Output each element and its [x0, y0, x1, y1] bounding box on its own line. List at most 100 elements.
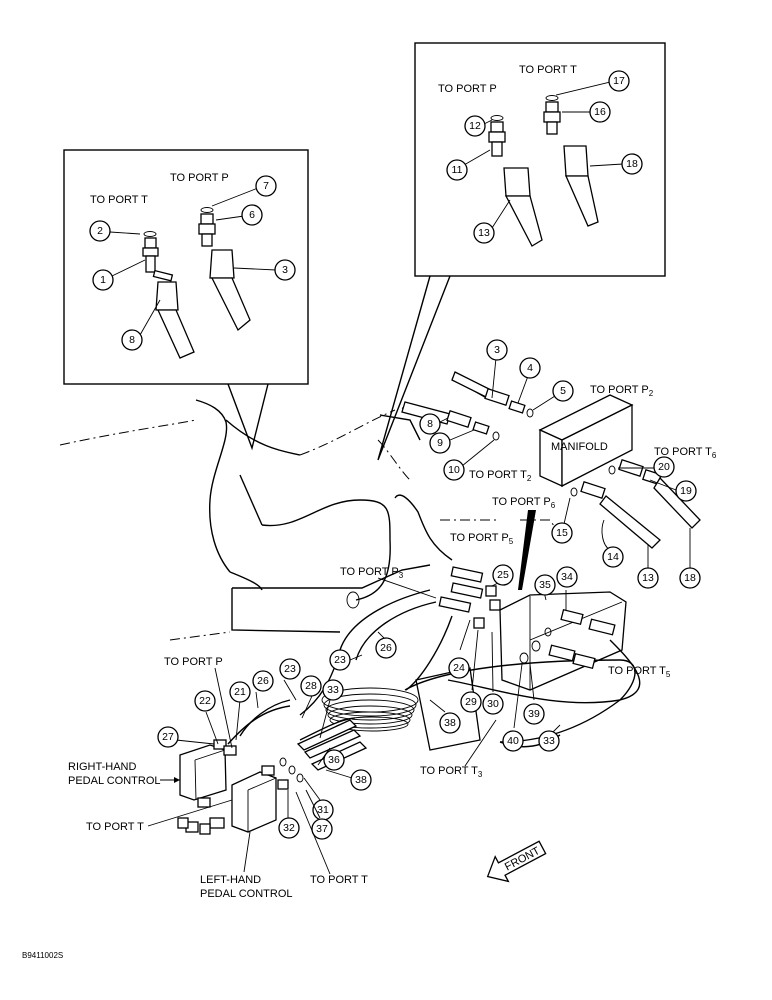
central-valve-block: [404, 591, 636, 751]
fitting-assembly-port-p: [198, 207, 251, 332]
fitting-assembly-port-t-right: [543, 95, 599, 227]
callout-m30: 30: [487, 698, 499, 710]
valve-block-fittings: [438, 566, 616, 670]
manifold-upper-hoses: [401, 371, 534, 441]
callout-m21: 21: [234, 686, 246, 698]
callout-m27: 27: [162, 731, 174, 743]
callout-12-text: 12: [469, 120, 481, 132]
fitting-assembly-port-t: [142, 231, 195, 359]
callout-m8: 8: [427, 418, 433, 430]
callout-m4: 4: [527, 362, 533, 374]
callout-m32: 32: [283, 822, 295, 834]
callout-m39: 39: [528, 708, 540, 720]
callout-m15: 15: [556, 527, 568, 539]
callout-2-text: 2: [97, 225, 103, 237]
label-to-port-p-pedal: TO PORT P: [164, 656, 223, 668]
callout-m29: 29: [465, 696, 477, 708]
callout-8-text: 8: [129, 334, 135, 346]
left-detail-inset: TO PORT T TO PORT P 2 1 8 7 6 3: [63, 149, 309, 451]
callout-m14: 14: [607, 551, 619, 563]
callout-8: [121, 329, 143, 351]
callout-17-text: 17: [613, 75, 625, 87]
callout-m38b: 38: [355, 774, 367, 786]
label-to-port-p-inset: TO PORT P: [170, 172, 229, 184]
callout-16: [589, 101, 611, 123]
label-to-port-t3: TO PORT T3: [420, 765, 483, 779]
callout-1-text: 1: [100, 274, 106, 286]
callout-1: [92, 269, 114, 291]
callout-3-text: 3: [282, 264, 288, 276]
callout-m10: 10: [448, 464, 460, 476]
callout-m25: 25: [497, 569, 509, 581]
callout-m37: 37: [316, 823, 328, 835]
callout-m38: 38: [444, 717, 456, 729]
figure-code: B9411002S: [22, 951, 63, 960]
callout-7: [255, 175, 277, 197]
callout-11: [446, 159, 468, 181]
callout-12: [464, 115, 486, 137]
fitting-assembly-port-p-right: [488, 115, 543, 247]
label-right-hand-2: PEDAL CONTROL: [68, 775, 161, 787]
callout-m31: 31: [317, 804, 329, 816]
callout-m33b: 33: [327, 684, 339, 696]
callout-m5: 5: [560, 385, 566, 397]
right-hand-pedal-block: [177, 739, 237, 833]
label-to-port-p-inset-right: TO PORT P: [438, 83, 497, 95]
label-to-port-t-pedal2: TO PORT T: [310, 874, 368, 886]
callout-17: [608, 70, 630, 92]
left-hand-pedal-block: [199, 757, 304, 835]
callout-m13: 13: [642, 572, 654, 584]
callout-13-text: 13: [478, 227, 490, 239]
manifold-block: MANIFOLD: [538, 394, 634, 488]
callout-6-text: 6: [249, 209, 255, 221]
callout-m34: 34: [561, 571, 573, 583]
callout-18-text: 18: [626, 158, 638, 170]
callout-m9: 9: [437, 437, 443, 449]
callout-m18: 18: [684, 572, 696, 584]
callout-m26: 26: [380, 642, 392, 654]
callout-m33: 33: [543, 735, 555, 747]
right-detail-inset: TO PORT P TO PORT T 12 11 13 17 16 18: [377, 42, 666, 461]
callout-2: [89, 220, 111, 242]
callout-m24: 24: [453, 662, 465, 674]
callout-m23b: 23: [334, 654, 346, 666]
label-to-port-p2: TO PORT P2: [590, 384, 654, 398]
label-left-hand-2: PEDAL CONTROL: [200, 888, 293, 900]
callout-m3: 3: [494, 344, 500, 356]
label-to-port-t-pedal1: TO PORT T: [86, 821, 144, 833]
label-to-port-t-inset-right: TO PORT T: [519, 64, 577, 76]
label-to-port-t2: TO PORT T2: [469, 469, 532, 483]
label-to-port-t-inset: TO PORT T: [90, 194, 148, 206]
callout-7-text: 7: [263, 180, 269, 192]
callout-m20: 20: [658, 461, 670, 473]
inset-pointer-left: [227, 383, 269, 451]
callout-m35: 35: [539, 579, 551, 591]
callout-m19: 19: [680, 485, 692, 497]
callout-m36: 36: [328, 754, 340, 766]
manifold-callouts: 3 4 5 TO PORT P2 8 9 10 TO PORT T2 TO PO…: [419, 339, 717, 590]
callout-m23a: 23: [284, 663, 296, 675]
label-to-port-p5: TO PORT P5: [450, 532, 514, 546]
label-to-port-t5: TO PORT T5: [608, 665, 671, 679]
label-right-hand-1: RIGHT-HAND: [68, 761, 137, 773]
callout-m28: 28: [305, 680, 317, 692]
callout-m22: 22: [199, 695, 211, 707]
callout-13: [473, 222, 495, 244]
callout-16-text: 16: [594, 106, 606, 118]
callout-11-text: 11: [452, 164, 463, 176]
pointer-wedge: [518, 510, 536, 590]
inset-frame-right: [414, 42, 666, 277]
label-to-port-t6: TO PORT T6: [654, 446, 717, 460]
inset-pointer-right: [377, 275, 451, 461]
joystick-hose-fitting: [239, 474, 263, 526]
inset-frame-left: [63, 149, 309, 385]
callout-18: [621, 153, 643, 175]
callout-6: [241, 204, 263, 226]
callout-m40: 40: [507, 735, 519, 747]
lower-callouts: TO PORT P5 TO PORT P3 25 35 34 26 24 23 …: [68, 532, 671, 900]
label-to-port-p3: TO PORT P3: [340, 566, 404, 580]
manifold-label: MANIFOLD: [551, 441, 608, 453]
label-left-hand-1: LEFT-HAND: [200, 874, 261, 886]
operator-console-outline: [59, 399, 561, 641]
